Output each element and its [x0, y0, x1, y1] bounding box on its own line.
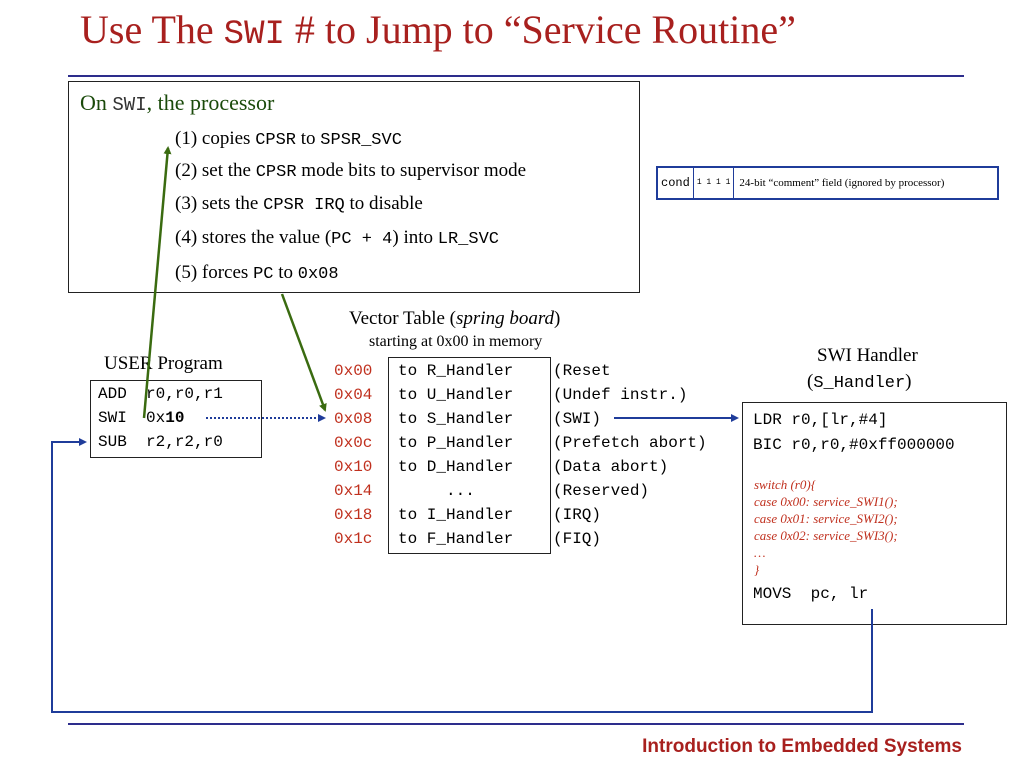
vt-target-0: to R_Handler [398, 362, 514, 380]
vt-desc-5: (Reserved) [553, 482, 650, 500]
vt-desc-7: (FIQ) [553, 530, 602, 548]
vt-target-2: to S_Handler [398, 410, 514, 428]
swi-handler-subtitle: (S_Handler) [807, 371, 912, 393]
switch-line-1: case 0x00: service_SWI1(); [754, 494, 898, 509]
comment-field: 24-bit “comment” field (ignored by proce… [739, 177, 945, 189]
arrow-steps-to-vector [280, 293, 327, 412]
vector-table-subtitle: starting at 0x00 in memory [369, 333, 543, 350]
vector-table-title: Vector Table (spring board) [349, 308, 561, 329]
handler-switch-block: switch (r0){ case 0x00: service_SWI1(); … [754, 476, 898, 578]
vt-desc-3: (Prefetch abort) [553, 434, 707, 452]
arrow-swi-to-steps [142, 146, 172, 419]
step-4: (4) stores the value (PC + 4) into LR_SV… [175, 227, 499, 249]
arrow-return-path [51, 438, 873, 713]
vt-addr-2: 0x08 [334, 410, 373, 428]
user-program-box [90, 380, 262, 458]
footer-text: Introduction to Embedded Systems [642, 736, 962, 757]
handler-line-bic: BIC r0,r0,#0xff000000 [753, 436, 955, 454]
vt-target-7: to F_Handler [398, 530, 514, 548]
vt-target-4: to D_Handler [398, 458, 514, 476]
vt-addr-0: 0x00 [334, 362, 373, 380]
vt-target-1: to U_Handler [398, 386, 514, 404]
vt-target-5: ... [446, 482, 475, 500]
vt-desc-2: (SWI) [553, 410, 602, 428]
vector-table-descriptions: (Reset (Undef instr.) (SWI) (Prefetch ab… [553, 359, 707, 551]
user-program-title: USER Program [104, 353, 223, 374]
swi-handler-title: SWI Handler [817, 345, 918, 366]
user-line-add: ADD r0,r0,r1 [98, 385, 223, 403]
top-rule [68, 75, 964, 77]
slide-title: Use The SWI # to Jump to “Service Routin… [80, 7, 796, 54]
step-2: (2) set the CPSR mode bits to supervisor… [175, 160, 527, 182]
vector-table-addresses: 0x00 0x04 0x08 0x0c 0x10 0x14 0x18 0x1c [334, 359, 372, 551]
vt-addr-6: 0x18 [334, 506, 373, 524]
step-5: (5) forces PC to 0x08 [175, 262, 339, 284]
vt-addr-4: 0x10 [334, 458, 373, 476]
switch-line-0: switch (r0){ [754, 477, 816, 492]
handler-line-ldr: LDR r0,[lr,#4] [753, 411, 888, 429]
vt-desc-1: (Undef instr.) [553, 386, 688, 404]
vt-addr-7: 0x1c [334, 530, 373, 548]
user-line-sub: SUB r2,r2,r0 [98, 433, 223, 451]
switch-line-4: … [754, 545, 766, 560]
vector-table-box [388, 357, 551, 554]
bottom-rule [68, 723, 964, 725]
vt-desc-4: (Data abort) [553, 458, 669, 476]
vt-addr-5: 0x14 [334, 482, 373, 500]
vt-addr-3: 0x0c [334, 434, 373, 452]
vt-addr-1: 0x04 [334, 386, 373, 404]
vt-target-3: to P_Handler [398, 434, 514, 452]
steps-intro: On SWI, the processor [80, 90, 275, 116]
switch-line-3: case 0x02: service_SWI3(); [754, 528, 898, 543]
swi-handler-box [742, 402, 1007, 625]
vector-table-targets: to R_Handler to U_Handler to S_Handler t… [398, 359, 513, 551]
handler-line-movs: MOVS pc, lr [753, 585, 869, 603]
vt-target-6: to I_Handler [398, 506, 514, 524]
switch-line-2: case 0x01: service_SWI2(); [754, 511, 898, 526]
swi-instruction-format: cond 1 1 1 1 24-bit “comment” field (ign… [656, 166, 999, 200]
vt-desc-6: (IRQ) [553, 506, 602, 524]
opcode-bits: 1 1 1 1 [694, 168, 735, 198]
user-line-swi: SWI 0x10 [98, 409, 185, 427]
switch-line-5: } [754, 562, 760, 577]
cond-field: cond [658, 168, 694, 198]
step-1: (1) copies CPSR to SPSR_SVC [175, 128, 402, 150]
vt-desc-0: (Reset [553, 362, 611, 380]
step-3: (3) sets the CPSR IRQ to disable [175, 193, 423, 215]
